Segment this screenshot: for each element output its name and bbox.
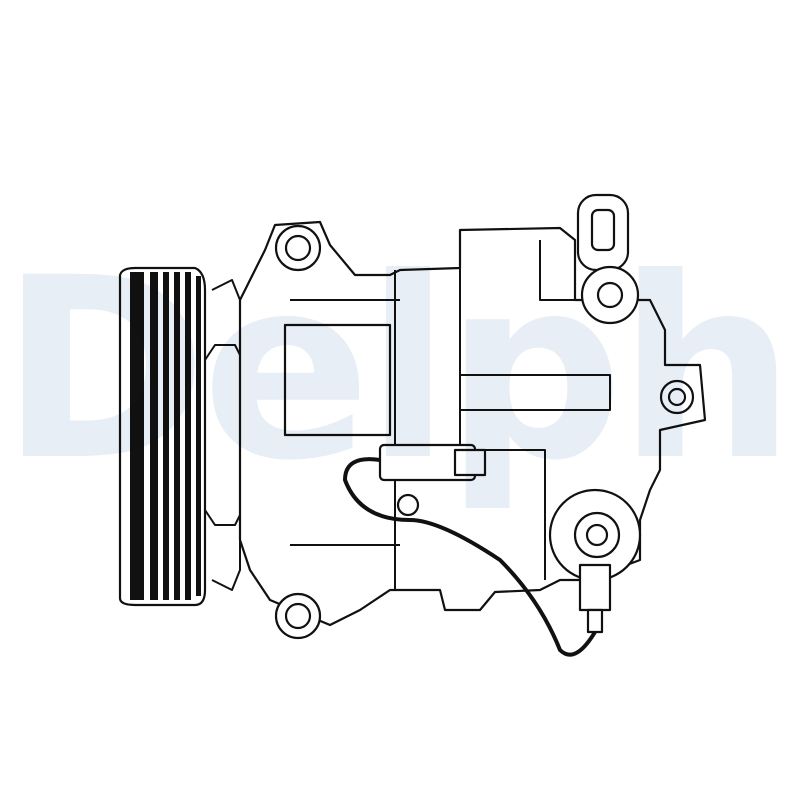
electrical-connector: [576, 193, 640, 325]
wire-harness: [343, 443, 597, 657]
mounting-ears: [274, 224, 695, 640]
pulley: [118, 266, 207, 607]
pressure-valve: [548, 488, 642, 634]
